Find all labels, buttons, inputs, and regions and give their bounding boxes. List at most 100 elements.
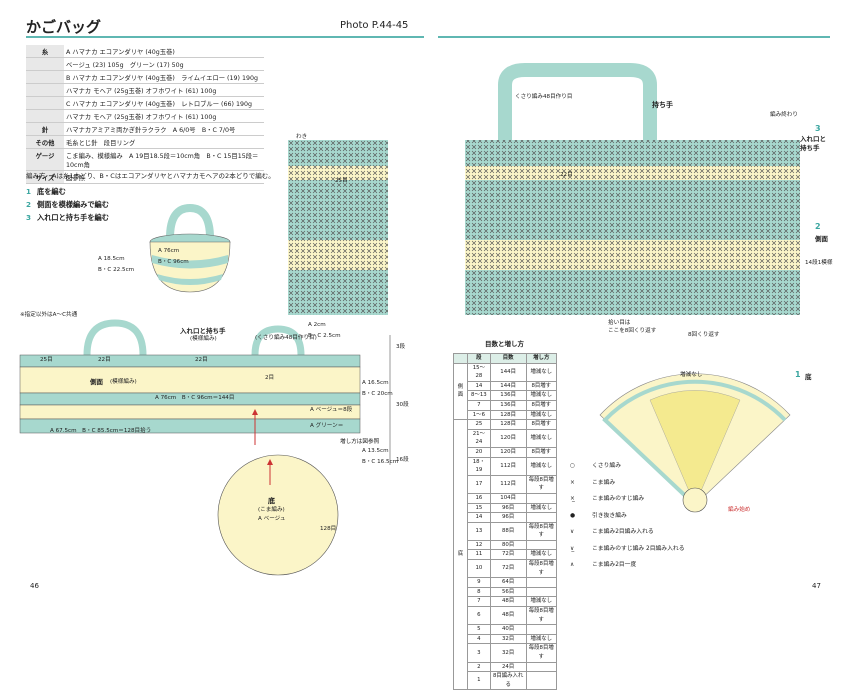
inc-table-cell: 1 [467, 671, 491, 690]
legend-item: ●引き抜き編み [570, 508, 685, 525]
material-text: こま編み、模様編み A 19目18.5段＝10cm角 B・C 15目15段＝10… [64, 148, 264, 171]
inc-table-section: 底 [453, 419, 468, 690]
material-key [26, 96, 64, 110]
material-text: ハマナカアミアミ両かぎ針ラクラク A 6/0号 B・C 7/0号 [64, 122, 264, 136]
material-key: 針 [26, 122, 64, 136]
dim-bc-2-5cm: B・C 2.5cm [308, 333, 341, 339]
inc-table-cell: 40目 [489, 624, 527, 635]
inc-table-cell: 9 [467, 577, 491, 588]
inc-table-cell: 10 [467, 559, 491, 579]
inc-table-cell: 毎段8目増す [525, 474, 558, 494]
dim-a-2cm: A 2cm [308, 322, 326, 328]
step-number: 1 [26, 187, 32, 196]
material-text: 毛糸とじ針 段目リング [64, 135, 264, 149]
legend-item: ○くさり編み [570, 458, 685, 475]
material-row: ゲージこま編み、模様編み A 19目18.5段＝10cm角 B・C 15目15段… [26, 148, 264, 171]
inc-table-cell [525, 671, 558, 690]
inc-table-header-cell: 段 [467, 353, 491, 364]
inc-table-cell: 毎段8目増す [525, 559, 558, 579]
material-row: C ハマナカ エコアンダリヤ (40g玉巻) レトロブルー (66) 190g [26, 96, 264, 110]
legend-symbol-icon: ● [570, 512, 576, 519]
schematic-st2: 2目 [265, 375, 275, 381]
schematic-handle-label: 入れ口と持ち手 [180, 327, 226, 335]
step-number: 3 [26, 213, 32, 222]
legend-item: ∨こま編み2目編み入れる [570, 524, 685, 541]
inc-table-cell: 120目 [489, 428, 527, 448]
inc-table-cell: 8目増す [525, 380, 558, 392]
title-rule-left [26, 36, 424, 38]
dim-a-16-5: A 16.5cm [362, 380, 389, 386]
chart-noinc: 増減なし [680, 372, 703, 378]
chart-repeat8: 8回くり返す [688, 332, 720, 338]
dim-16-rows: 16段 [396, 457, 409, 463]
chart-step3: 3 [815, 124, 821, 133]
inc-table-cell: 7 [467, 399, 491, 411]
material-text: B ハマナカ エコアンダリヤ (40g玉巻) ライムイエロー (19) 190g [64, 70, 264, 84]
inc-table-cell: 増減なし [525, 596, 558, 608]
page-number-left: 46 [30, 582, 39, 590]
schematic-green-rows: A グリーン＝ [310, 423, 344, 429]
inc-table-cell: 144目 [489, 380, 527, 392]
schematic-side-sub: (模様編み) [110, 379, 137, 385]
inc-table-cell: 144目 [489, 362, 527, 382]
schematic-st25: 25目 [40, 357, 53, 363]
inc-table-cell: 21〜24 [467, 428, 491, 448]
inc-table-cell: 24目 [489, 661, 527, 673]
schematic-beige-rows: A ベージュ＝8段 [310, 407, 353, 413]
legend-item: ∨̲こま編みのすじ編み 2目編み入れる [570, 541, 685, 558]
inc-table-cell: 20 [467, 446, 491, 458]
chart-side: 側面 [815, 235, 828, 243]
step-text: 入れ口と持ち手を編む [37, 213, 109, 222]
chart-start-side: わき [296, 134, 308, 140]
bag-height-a: A 18.5cm [98, 256, 125, 262]
inc-table-cell: 8目増す [525, 446, 558, 458]
legend-symbol-icon: ∨̲ [570, 545, 575, 552]
inc-table-cell: 104目 [489, 492, 527, 504]
common-note: ※指定以外はA〜C共通 [20, 312, 78, 318]
inc-table-cell: 1〜6 [467, 409, 491, 421]
inc-table-cell: 96目 [489, 502, 527, 514]
dim-bc-16-5: B・C 16.5cm [362, 459, 399, 465]
chart-chain48: くさり編み48目作り目 [515, 94, 573, 100]
inc-table-cell: 8目編み入れる [489, 671, 527, 690]
material-key [26, 70, 64, 84]
material-text: 図参照 [64, 170, 264, 184]
step-text: 底を編む [37, 187, 66, 196]
schematic-pickup: A 67.5cm B・C 85.5cm＝128目拾う [50, 428, 152, 434]
chart-pickup: 拾い目は [608, 320, 631, 326]
inc-table-cell: 56目 [489, 586, 527, 598]
bottom-sub: (こま編み) [258, 507, 285, 513]
inc-table-cell [525, 586, 558, 598]
chart-repeat: 14段1模様 [805, 260, 833, 266]
inc-table-cell: 増減なし [525, 362, 558, 382]
inc-table-cell: 増減なし [525, 502, 558, 514]
material-text: C ハマナカ エコアンダリヤ (40g玉巻) レトロブルー (66) 190g [64, 96, 264, 110]
inc-table-cell: 増減なし [525, 549, 558, 561]
chart-handle: 持ち手 [652, 101, 673, 109]
material-key [26, 57, 64, 71]
material-row: その他毛糸とじ針 段目リング [26, 135, 264, 149]
inc-table-cell: 増減なし [525, 633, 558, 645]
material-key: その他 [26, 135, 64, 149]
legend-text: こま編み2目一度 [592, 562, 637, 568]
inc-table-cell: 3 [467, 643, 491, 663]
inc-table-cell [525, 512, 558, 523]
step-text: 側面を模様編みで編む [37, 200, 109, 209]
inc-table-cell: 8目増す [525, 419, 558, 430]
chart-finish: 編み終わり [770, 112, 798, 118]
inc-table-cell: 32目 [489, 643, 527, 663]
inc-table-cell: 136目 [489, 399, 527, 411]
legend-symbol-icon: ∧ [570, 562, 575, 568]
inc-table-cell: 15〜28 [467, 362, 491, 382]
